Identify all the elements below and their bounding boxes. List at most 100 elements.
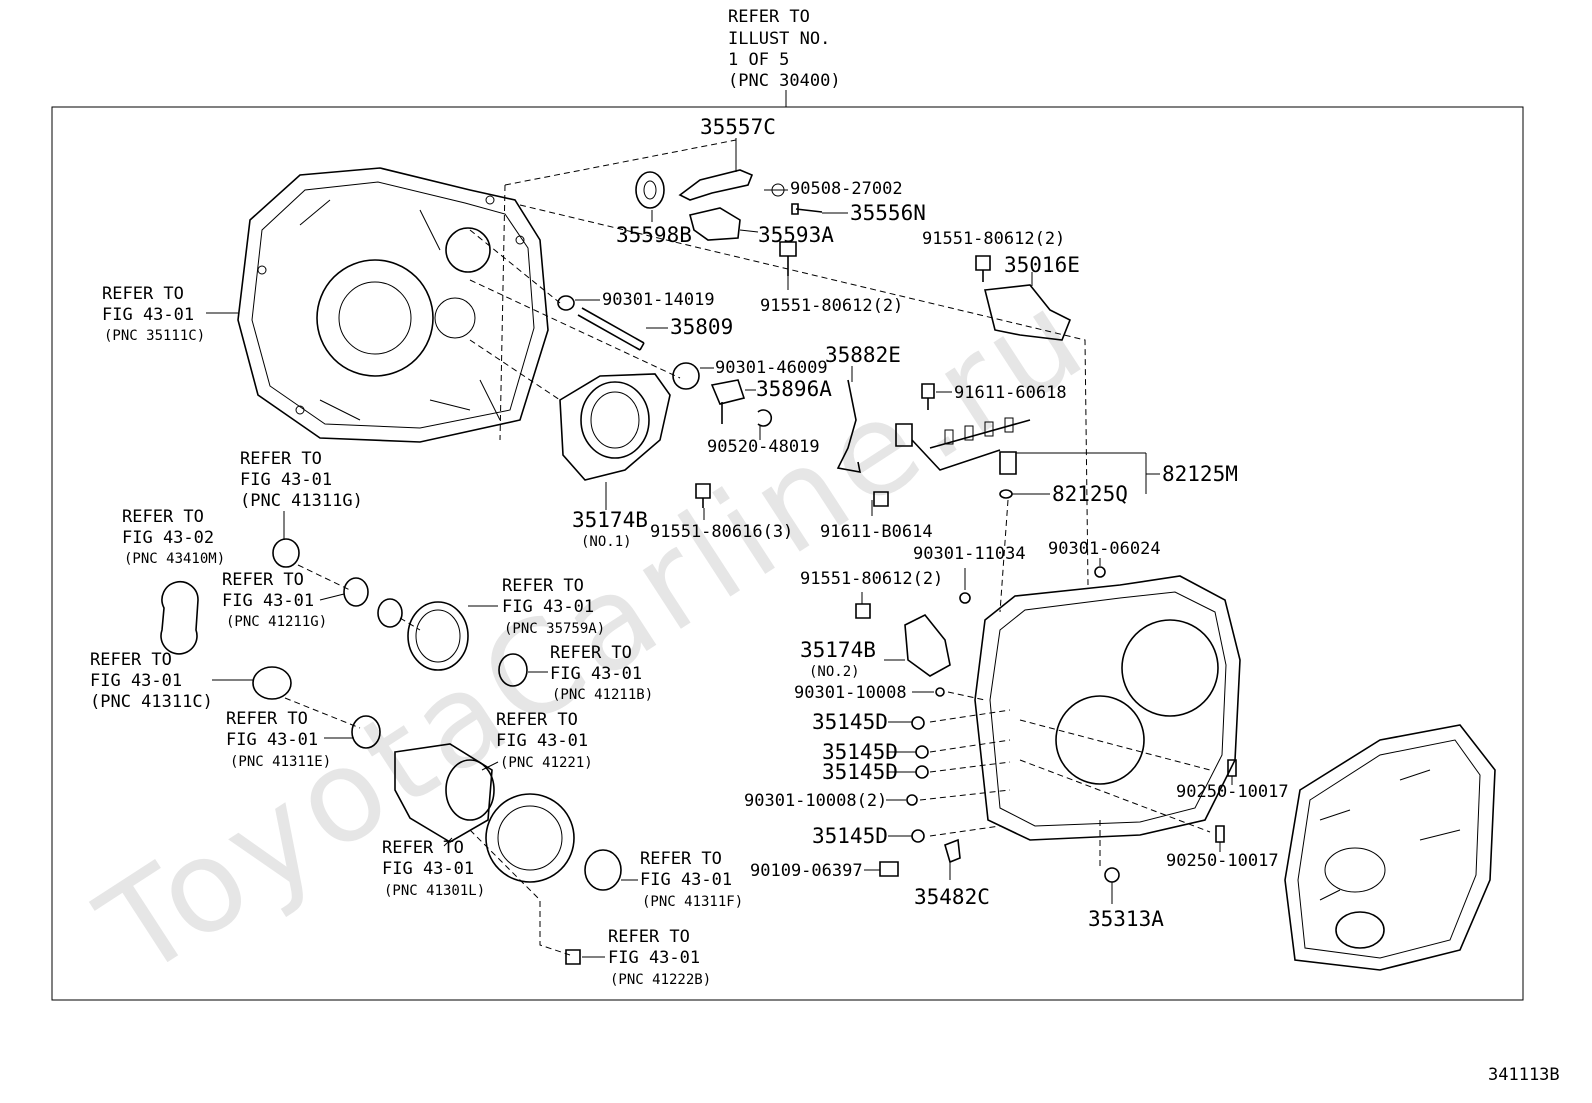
part-label: 90301-10008(2)	[744, 791, 887, 811]
svg-text:FIG 43-01: FIG 43-01	[226, 730, 318, 750]
svg-text:FIG 43-01: FIG 43-01	[608, 948, 700, 968]
svg-text:FIG 43-01: FIG 43-01	[496, 731, 588, 751]
differential-group-drawing	[160, 538, 622, 965]
leader-lines	[206, 189, 1233, 958]
ref-note: REFER TO FIG 43-01 (PNC 41311C)	[90, 650, 213, 712]
part-label: 91551-80616(3)	[650, 522, 793, 542]
part-label: 90508-27002	[790, 179, 903, 199]
ref-note: REFER TO FIG 43-01 (PNC 41311F)	[640, 849, 743, 910]
ref-note: REFER TO FIG 43-01 (PNC 41301L)	[382, 838, 485, 899]
part-label: 35145D	[812, 824, 888, 848]
part-label: 91551-80612(2)	[922, 229, 1065, 249]
part-label: 90520-48019	[707, 437, 820, 457]
svg-text:(PNC 41311F): (PNC 41311F)	[642, 894, 743, 910]
part-label: 35882E	[825, 343, 901, 367]
svg-text:REFER TO: REFER TO	[226, 709, 308, 729]
cover-35174b-no1-drawing	[559, 373, 711, 508]
ref-note: REFER TO FIG 43-01 (PNC 35111C)	[102, 284, 205, 344]
svg-text:REFER TO: REFER TO	[382, 838, 464, 858]
svg-text:(PNC 41221): (PNC 41221)	[500, 755, 593, 771]
transmission-case-drawing	[855, 566, 1241, 883]
svg-text:REFER TO: REFER TO	[608, 927, 690, 947]
part-labels: 35557C 90508-27002 35556N 35598B 35593A …	[572, 115, 1289, 931]
part-label: 90250-10017	[1166, 851, 1279, 871]
part-label: (NO.2)	[809, 664, 860, 680]
svg-text:FIG 43-01: FIG 43-01	[640, 870, 732, 890]
svg-text:FIG 43-01: FIG 43-01	[240, 470, 332, 490]
ref-note: REFER TO FIG 43-01 (PNC 41222B)	[608, 927, 711, 988]
ref-note: REFER TO FIG 43-02 (PNC 43410M)	[122, 507, 225, 567]
svg-text:REFER TO: REFER TO	[496, 710, 578, 730]
part-label: 90301-14019	[602, 290, 715, 310]
part-label: 35809	[670, 315, 733, 339]
assembly-lines	[284, 139, 1211, 956]
svg-text:(PNC 41311C): (PNC 41311C)	[90, 692, 213, 712]
part-label: 35145D	[822, 760, 898, 784]
svg-text:REFER TO: REFER TO	[90, 650, 172, 670]
part-label: 90301-06024	[1048, 539, 1161, 559]
part-label: 35016E	[1004, 253, 1080, 277]
svg-text:(PNC 35111C): (PNC 35111C)	[104, 328, 205, 344]
part-label: 35174B	[800, 638, 876, 662]
part-label: 90301-11034	[913, 544, 1026, 564]
part-label: 35145D	[812, 710, 888, 734]
part-label: 35896A	[756, 377, 832, 401]
svg-text:FIG 43-01: FIG 43-01	[382, 859, 474, 879]
part-label: 82125Q	[1052, 482, 1128, 506]
header-note-line: REFER TO	[728, 7, 810, 27]
svg-text:(PNC 35759A): (PNC 35759A)	[504, 621, 605, 637]
svg-text:(PNC 43410M): (PNC 43410M)	[124, 551, 225, 567]
shaft-35809-drawing	[557, 295, 773, 427]
bracket-35016e-drawing	[975, 255, 1072, 341]
svg-text:(PNC 41211B): (PNC 41211B)	[552, 687, 653, 703]
header-note-line: (PNC 30400)	[728, 71, 841, 91]
harness-82125m-drawing	[836, 379, 1160, 507]
shift-lever-group-drawing	[635, 138, 823, 276]
svg-text:FIG 43-01: FIG 43-01	[550, 664, 642, 684]
svg-text:REFER TO: REFER TO	[122, 507, 204, 527]
svg-text:FIG 43-01: FIG 43-01	[102, 305, 194, 325]
part-label: 90301-10008	[794, 683, 907, 703]
part-label: 90109-06397	[750, 861, 863, 881]
svg-text:FIG 43-01: FIG 43-01	[502, 597, 594, 617]
part-label: 35145D	[822, 740, 898, 764]
part-label: 35593A	[758, 223, 834, 247]
svg-text:REFER TO: REFER TO	[640, 849, 722, 869]
inset-assembly-drawing	[1284, 724, 1496, 971]
ref-note: REFER TO FIG 43-01 (PNC 41211G)	[222, 570, 327, 630]
svg-text:REFER TO: REFER TO	[240, 449, 322, 469]
svg-text:REFER TO: REFER TO	[502, 576, 584, 596]
part-label: 35482C	[914, 885, 990, 909]
part-label: 82125M	[1162, 462, 1238, 486]
part-label: 91551-80612(2)	[760, 296, 903, 316]
ref-note: REFER TO FIG 43-01 (PNC 41311E)	[226, 709, 331, 770]
part-label: 35313A	[1088, 907, 1164, 931]
svg-text:REFER TO: REFER TO	[102, 284, 184, 304]
svg-text:FIG 43-01: FIG 43-01	[222, 591, 314, 611]
part-label: 91611-B0614	[820, 522, 933, 542]
svg-text:FIG 43-02: FIG 43-02	[122, 528, 214, 548]
part-label: 35174B	[572, 508, 648, 532]
part-label: 90250-10017	[1176, 782, 1289, 802]
part-label: 35556N	[850, 201, 926, 225]
ref-note: REFER TO FIG 43-01 (PNC 35759A)	[502, 576, 605, 637]
ref-note: REFER TO FIG 43-01 (PNC 41221)	[496, 710, 593, 771]
header-note-line: 1 OF 5	[728, 50, 789, 70]
svg-text:(PNC 41301L): (PNC 41301L)	[384, 883, 485, 899]
header-note: REFER TO ILLUST NO. 1 OF 5 (PNC 30400)	[728, 7, 841, 107]
svg-text:REFER TO: REFER TO	[222, 570, 304, 590]
svg-text:REFER TO: REFER TO	[550, 643, 632, 663]
transaxle-housing-drawing	[237, 167, 549, 443]
header-note-line: ILLUST NO.	[728, 29, 830, 49]
svg-text:(PNC 41222B): (PNC 41222B)	[610, 972, 711, 988]
svg-text:FIG 43-01: FIG 43-01	[90, 671, 182, 691]
diagram-frame	[51, 106, 1524, 1001]
part-label: (NO.1)	[581, 534, 632, 550]
part-label: 91551-80612(2)	[800, 569, 943, 589]
part-label: 90301-46009	[715, 358, 828, 378]
figure-id: 341113B	[1488, 1065, 1560, 1085]
ref-note: REFER TO FIG 43-01 (PNC 41311G)	[240, 449, 363, 511]
part-label: 35557C	[700, 115, 776, 139]
